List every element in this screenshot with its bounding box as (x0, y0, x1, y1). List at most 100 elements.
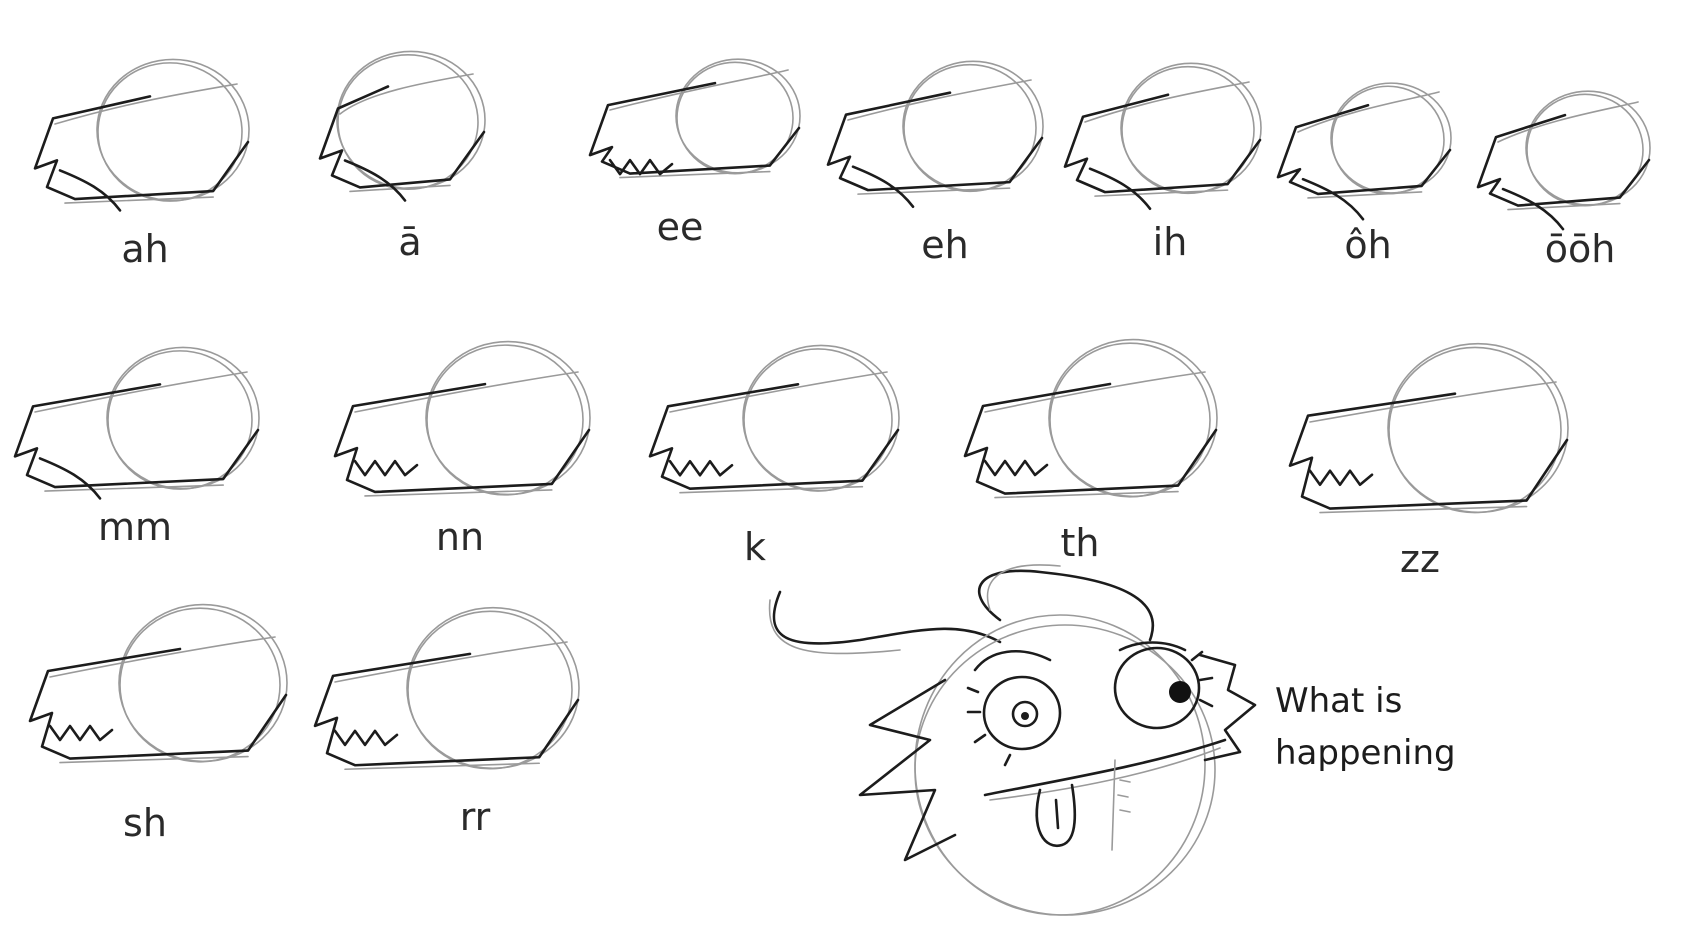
mouth-line-sketch (989, 747, 1221, 801)
jaw-sketch (1094, 189, 1229, 197)
spikes-right (1198, 653, 1257, 762)
snout-outline (588, 81, 801, 175)
lashes-right (1190, 650, 1214, 708)
jaw-sketch (1507, 202, 1621, 211)
snout-outline (333, 382, 591, 494)
brow-line (847, 79, 1032, 121)
snout-outline (963, 382, 1218, 495)
phoneme-label: th (1061, 521, 1100, 565)
cranium-circle-sketch (425, 340, 591, 496)
head-sketch-10: k (648, 344, 900, 569)
head-sketch-7: ōōh (1476, 90, 1651, 271)
phoneme-label: rr (460, 795, 491, 839)
teeth (48, 724, 114, 742)
cranium-circle-sketch (406, 606, 580, 770)
snout-outline (318, 85, 486, 189)
open-mouth (851, 165, 915, 208)
open-mouth (1501, 187, 1565, 231)
eye-right-pupil (1169, 681, 1191, 703)
head-sketch-9: nn (333, 340, 591, 559)
brow-line (984, 371, 1206, 413)
head-sketch-14: rr (313, 606, 580, 839)
open-mouth (38, 457, 102, 500)
phoneme-label: ee (657, 205, 704, 249)
teeth (608, 158, 674, 176)
teeth (668, 460, 734, 477)
head-sketch-13: sh (28, 603, 288, 845)
jaw-sketch (344, 762, 540, 771)
teeth (353, 459, 419, 477)
brow-line (1309, 381, 1557, 423)
mouth-line (983, 738, 1227, 797)
cranium-circle-sketch (96, 58, 250, 202)
snout-outline (826, 91, 1044, 192)
brow-line (1497, 101, 1639, 143)
caption-line-1: What is (1275, 681, 1402, 721)
brow-line (34, 371, 248, 413)
jaw-sketch (349, 184, 451, 193)
phoneme-label: k (744, 525, 766, 569)
cranium-circle-sketch (1048, 338, 1218, 498)
cranium-circle-sketch (1387, 342, 1569, 514)
tongue (1035, 783, 1077, 848)
snout-outline (13, 383, 260, 489)
cranium-circle-sketch (675, 58, 801, 174)
open-mouth (343, 159, 407, 202)
head-sketch-8: mm (13, 346, 260, 549)
snout-outline (313, 652, 580, 767)
eye-right (1113, 646, 1201, 730)
jaw-sketch (1307, 191, 1423, 199)
snout-outline (28, 647, 288, 760)
brow-line (1084, 81, 1250, 123)
phoneme-label: zz (1400, 537, 1440, 581)
brow-line (54, 83, 238, 125)
open-mouth (1088, 167, 1152, 210)
eye-left-pupil (1021, 712, 1029, 720)
snout-outline (1476, 113, 1651, 207)
teeth (1308, 469, 1374, 486)
open-mouth (58, 169, 122, 212)
antenna-right (977, 569, 1155, 642)
snout-outline (1288, 392, 1569, 510)
snout-outline (1063, 93, 1262, 194)
eye-left-ring (1011, 700, 1039, 728)
snout-outline (33, 95, 250, 201)
phoneme-label: ôh (1344, 223, 1391, 267)
head-sketch-6: ôh (1276, 82, 1452, 267)
jaw-sketch (64, 196, 214, 204)
jaw-sketch (59, 755, 249, 764)
snout-outline (648, 383, 900, 490)
phoneme-label: nn (436, 515, 484, 559)
tongue-line (1054, 798, 1060, 830)
head-sketch-3: ee (588, 58, 801, 249)
antenna-left (772, 590, 1002, 645)
cranium-circle-sketch (902, 60, 1044, 192)
lashes-left (966, 686, 1012, 767)
phoneme-label: ih (1153, 220, 1188, 264)
phoneme-label: sh (123, 801, 167, 845)
snout-outline (1276, 103, 1452, 196)
brow-line (49, 636, 276, 678)
phoneme-label: eh (921, 223, 968, 267)
jaw-sketch (994, 490, 1179, 499)
phoneme-label: ah (121, 227, 168, 271)
phoneme-label: ā (398, 220, 421, 264)
phoneme-label: ōōh (1545, 227, 1616, 271)
caption-line-2: happening (1275, 733, 1456, 773)
cranium-circle-sketch (118, 603, 288, 763)
antenna-left-shadow (768, 599, 901, 655)
head-sketch-1: ah (33, 58, 250, 271)
brow-line (339, 73, 474, 115)
cranium-circle-sketch (1330, 82, 1452, 194)
head-sketch-5: ih (1063, 62, 1262, 264)
open-mouth (1301, 177, 1365, 221)
brow-line (1297, 91, 1440, 133)
brow-line (334, 641, 568, 683)
brow-line (354, 371, 579, 413)
cranium-circle-sketch (106, 346, 260, 490)
spikes-left (858, 678, 957, 862)
jaw-sketch (364, 489, 553, 497)
cranium-circle-sketch (1525, 90, 1651, 206)
jaw-sketch (1319, 505, 1528, 514)
